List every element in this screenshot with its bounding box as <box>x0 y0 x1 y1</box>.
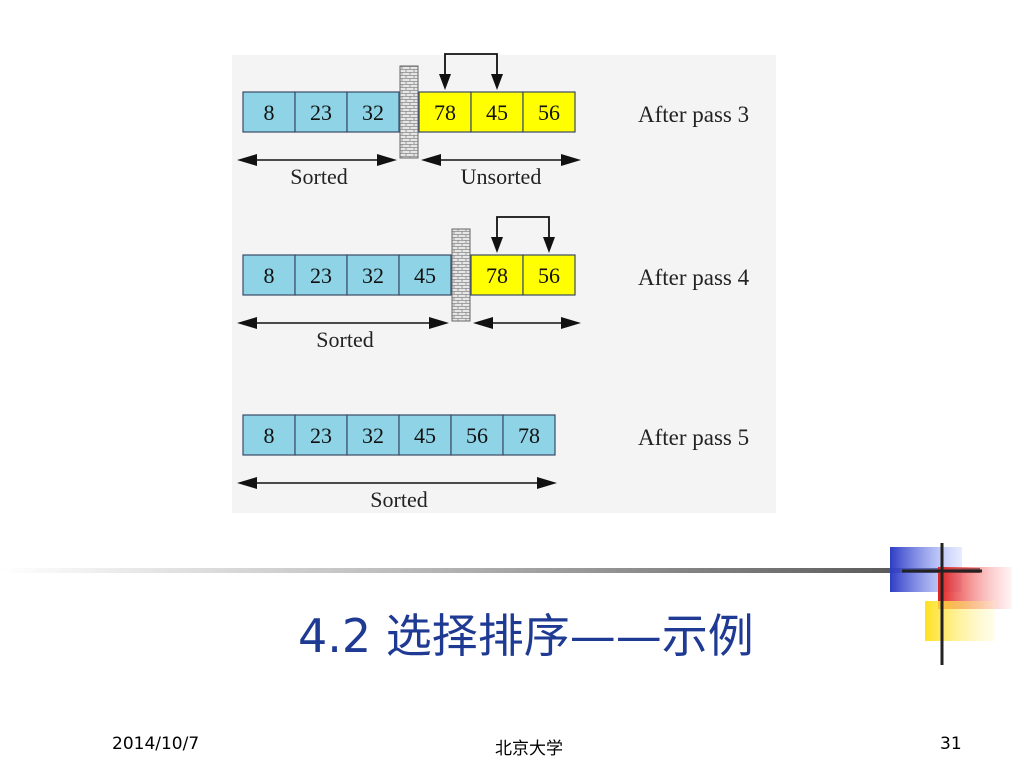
sorted-range-arrow-head <box>237 317 257 329</box>
footer-organization: 北京大学 <box>495 739 563 759</box>
cell-value: 23 <box>310 263 332 288</box>
row-pass5: 8 23 32 45 56 78 After pass 5 Sorted <box>237 414 749 512</box>
array-cell <box>522 91 576 133</box>
footer-date: 2014/10/7 <box>112 734 200 754</box>
sorted-range-arrow-head <box>237 477 257 489</box>
swap-arrow-head <box>543 237 555 253</box>
unsorted-label: Unsorted <box>461 164 542 189</box>
wall-divider <box>451 228 471 322</box>
row-pass4: 8 23 32 45 78 56 After pass 4 Sorted <box>237 216 750 352</box>
cell-value: 78 <box>518 423 540 448</box>
sorted-range-arrow-head <box>429 317 449 329</box>
array-cell <box>346 91 400 133</box>
cell-value: 32 <box>362 263 384 288</box>
array-cell <box>522 254 576 296</box>
cell-value: 56 <box>538 263 560 288</box>
array-cell <box>398 254 452 296</box>
sorted-range-arrow-head <box>237 154 257 166</box>
cell-value: 78 <box>434 100 456 125</box>
swap-arrow-head <box>439 74 451 90</box>
cell-value: 45 <box>414 423 436 448</box>
unsorted-range-arrow-head <box>473 317 493 329</box>
wall-divider <box>399 65 419 159</box>
cell-value: 23 <box>310 423 332 448</box>
cell-value: 8 <box>264 423 275 448</box>
slide-title: 4.2 选择排序——示例 <box>298 609 754 663</box>
swap-arrow-head <box>491 237 503 253</box>
array-cell <box>294 254 348 296</box>
sorted-label: Sorted <box>290 164 347 189</box>
pass-label: After pass 3 <box>638 102 749 127</box>
sorted-label: Sorted <box>316 327 373 352</box>
row-pass3: 8 23 32 78 45 56 After pass 3 Sorted Unsorted <box>237 53 749 189</box>
cell-value: 32 <box>362 100 384 125</box>
cell-value: 45 <box>486 100 508 125</box>
sorted-label: Sorted <box>370 487 427 512</box>
cell-value: 45 <box>414 263 436 288</box>
unsorted-range-arrow-head <box>561 154 581 166</box>
cell-value: 78 <box>486 263 508 288</box>
swap-bracket <box>496 216 550 239</box>
array-cell <box>502 414 556 456</box>
pass-label: After pass 5 <box>638 425 749 450</box>
array-cell <box>470 91 524 133</box>
array-cell <box>346 254 400 296</box>
cell-value: 8 <box>264 100 275 125</box>
sorted-range-arrow-head <box>377 154 397 166</box>
page-number: 31 <box>940 734 962 754</box>
swap-bracket <box>444 53 498 76</box>
sorted-range-arrow-head <box>537 477 557 489</box>
array-cell <box>242 414 296 456</box>
corner-decoration <box>890 543 1020 673</box>
cell-value: 23 <box>310 100 332 125</box>
cell-value: 32 <box>362 423 384 448</box>
cell-value: 56 <box>466 423 488 448</box>
unsorted-range-arrow-head <box>561 317 581 329</box>
cell-value: 56 <box>538 100 560 125</box>
unsorted-range-arrow-head <box>421 154 441 166</box>
cell-value: 8 <box>264 263 275 288</box>
array-cell <box>242 254 296 296</box>
array-cell <box>242 91 296 133</box>
pass-label: After pass 4 <box>638 265 750 290</box>
array-cell <box>346 414 400 456</box>
array-cell <box>470 254 524 296</box>
title-separator-line <box>0 568 980 573</box>
swap-arrow-head <box>491 74 503 90</box>
